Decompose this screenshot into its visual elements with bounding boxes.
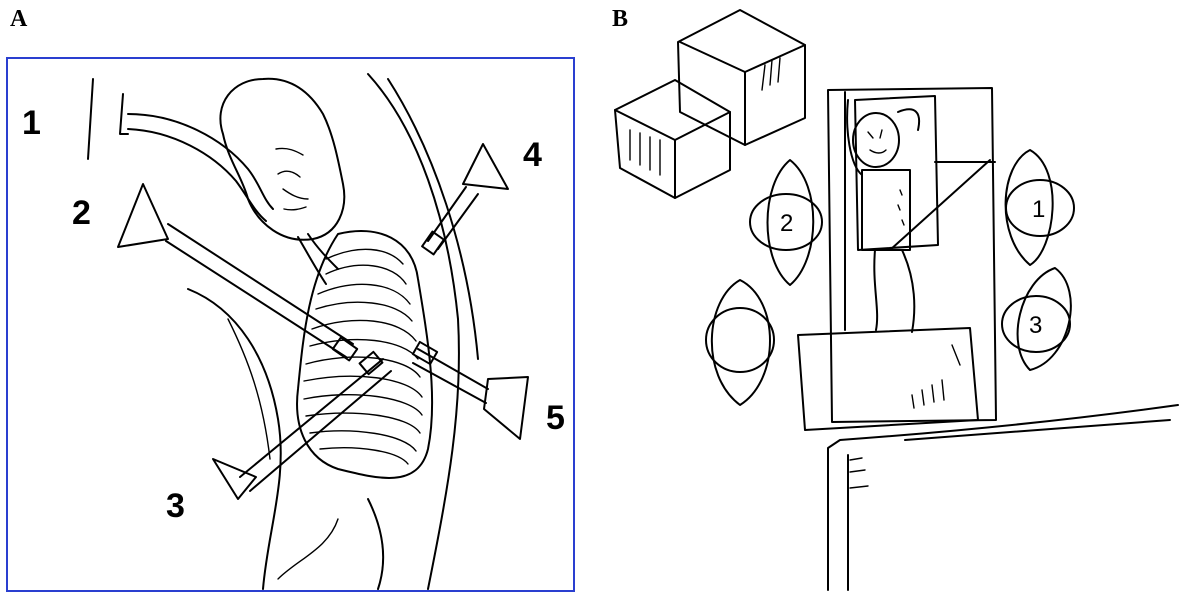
- port-1-label: 1: [22, 104, 41, 142]
- port-3-label: 3: [166, 487, 185, 525]
- equipment-boxes: [615, 10, 805, 198]
- port-5-cannula: [413, 342, 528, 439]
- staff-3-label: 3: [1029, 312, 1042, 339]
- panel-a-label: A: [10, 6, 27, 33]
- instrument-table: [798, 328, 978, 430]
- panel-b-or-layout: 1 2 3: [600, 0, 1179, 598]
- or-layout-drawing: 1 2 3: [600, 0, 1179, 598]
- port-placement-drawing: 1 2 3 4 5: [8, 59, 575, 592]
- port-4-label: 4: [523, 136, 542, 174]
- port-5-label: 5: [546, 399, 565, 437]
- ribcage: [297, 231, 432, 478]
- room-wall: [828, 405, 1178, 590]
- port-2-label: 2: [72, 194, 91, 232]
- panel-a-port-placement: 1 2 3 4 5: [6, 57, 575, 592]
- staff-1-label: 1: [1032, 196, 1045, 223]
- patient-figure: [847, 96, 938, 332]
- staff-2-label: 2: [780, 210, 793, 237]
- port-2-cannula: [118, 184, 357, 360]
- staff-4-position: [706, 280, 774, 405]
- patient-head: [220, 79, 344, 284]
- port-3-cannula: [213, 352, 391, 499]
- port-1-cannula: [88, 79, 273, 221]
